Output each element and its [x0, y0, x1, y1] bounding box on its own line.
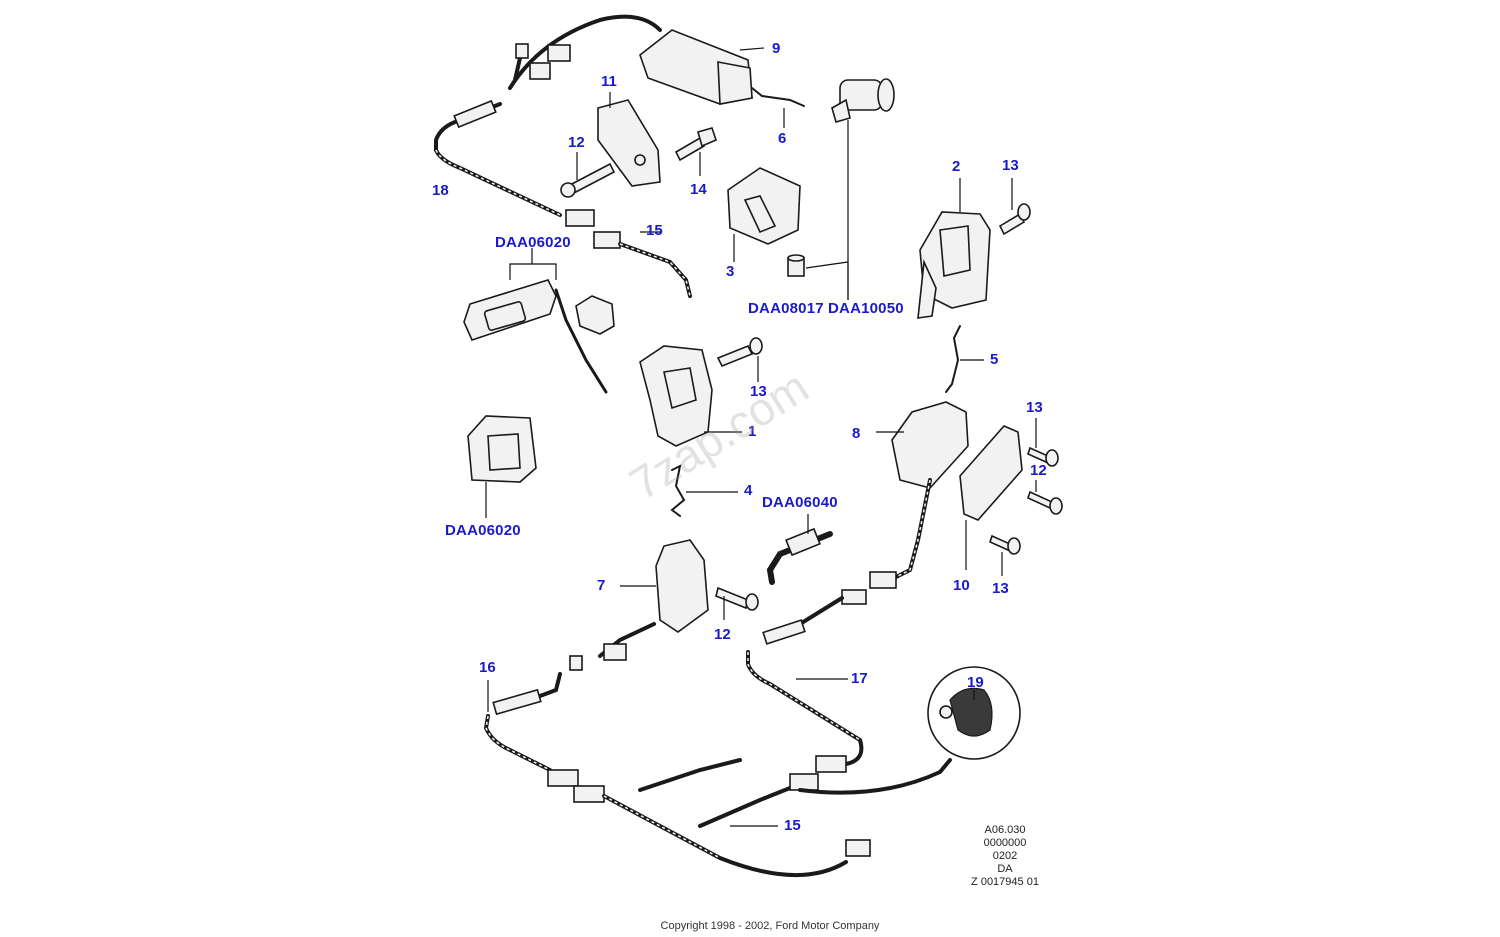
- harness-17: [746, 478, 932, 773]
- callout-5: 5: [990, 351, 999, 368]
- screw-12-upper: [560, 152, 616, 198]
- callout-13-d: 13: [992, 580, 1009, 597]
- bracket-11: [597, 92, 661, 187]
- lock-cylinder: [831, 78, 895, 300]
- detail-19: [927, 666, 1021, 760]
- callout-13-c: 13: [1026, 399, 1043, 416]
- callout-10: 10: [953, 577, 970, 594]
- ref-daa08017: DAA08017: [748, 300, 824, 317]
- callout-4: 4: [744, 482, 753, 499]
- callout-8: 8: [852, 425, 861, 442]
- callout-13-a: 13: [1002, 157, 1019, 174]
- actuator-daa06020: [467, 415, 537, 518]
- bracket-10: [959, 425, 1023, 570]
- callout-17: 17: [851, 670, 868, 687]
- drawing-id-line: DA: [997, 863, 1013, 875]
- drawing-id-line: 0202: [992, 850, 1018, 862]
- callout-16: 16: [479, 659, 496, 676]
- drawing-id-line: A06.030: [984, 824, 1026, 836]
- callout-12-lower: 12: [714, 626, 731, 643]
- latch-3: [727, 167, 801, 262]
- latch-2: [917, 178, 991, 319]
- drawing-id-line: Z 0017945 01: [971, 876, 1039, 888]
- bolt-daa08017: [787, 254, 849, 300]
- ref-daa06020-upper: DAA06020: [495, 234, 571, 251]
- harness-16: [483, 622, 656, 787]
- rod-4: [670, 464, 686, 517]
- copyright-notice: Copyright 1998 - 2002, Ford Motor Compan…: [660, 920, 880, 932]
- drawing-id-line: 0000000: [983, 837, 1027, 849]
- actuator-7: [620, 539, 709, 633]
- drawing-id-block: A06.030 0000000 0202 DA Z 0017945 01: [950, 824, 1060, 889]
- screw-12-lower: [715, 586, 759, 620]
- callout-7: 7: [597, 577, 606, 594]
- harness-15-upper: [593, 231, 692, 298]
- callout-13-b: 13: [750, 383, 767, 400]
- ref-daa06040: DAA06040: [762, 494, 838, 511]
- bolt-14: [674, 127, 717, 176]
- callout-1: 1: [748, 423, 757, 440]
- screw-13-b: [716, 337, 763, 382]
- callout-6: 6: [778, 130, 787, 147]
- callout-14: 14: [690, 181, 707, 198]
- rod-5: [945, 325, 961, 393]
- callout-18: 18: [432, 182, 449, 199]
- ref-daa10050: DAA10050: [828, 300, 904, 317]
- callout-2: 2: [952, 158, 961, 175]
- callout-3: 3: [726, 263, 735, 280]
- screws-right: [989, 418, 1063, 576]
- callout-15-upper: 15: [646, 222, 663, 239]
- callout-12-right: 12: [1030, 462, 1047, 479]
- callout-15-lower: 15: [784, 817, 801, 834]
- ref-daa06020-lower: DAA06020: [445, 522, 521, 539]
- actuator-9: [639, 29, 765, 105]
- harness-18: [434, 14, 662, 227]
- harness-15-lower: [573, 758, 952, 877]
- latch-1: [639, 345, 742, 447]
- callout-19: 19: [967, 674, 984, 691]
- handle-assembly: [463, 248, 615, 394]
- callout-12-upper: 12: [568, 134, 585, 151]
- screw-13-a: [998, 178, 1031, 236]
- rod-6: [751, 87, 805, 107]
- callout-9: 9: [772, 40, 781, 57]
- actuator-8: [876, 401, 969, 489]
- bellows-daa06040: [766, 514, 833, 585]
- callout-11: 11: [601, 73, 617, 90]
